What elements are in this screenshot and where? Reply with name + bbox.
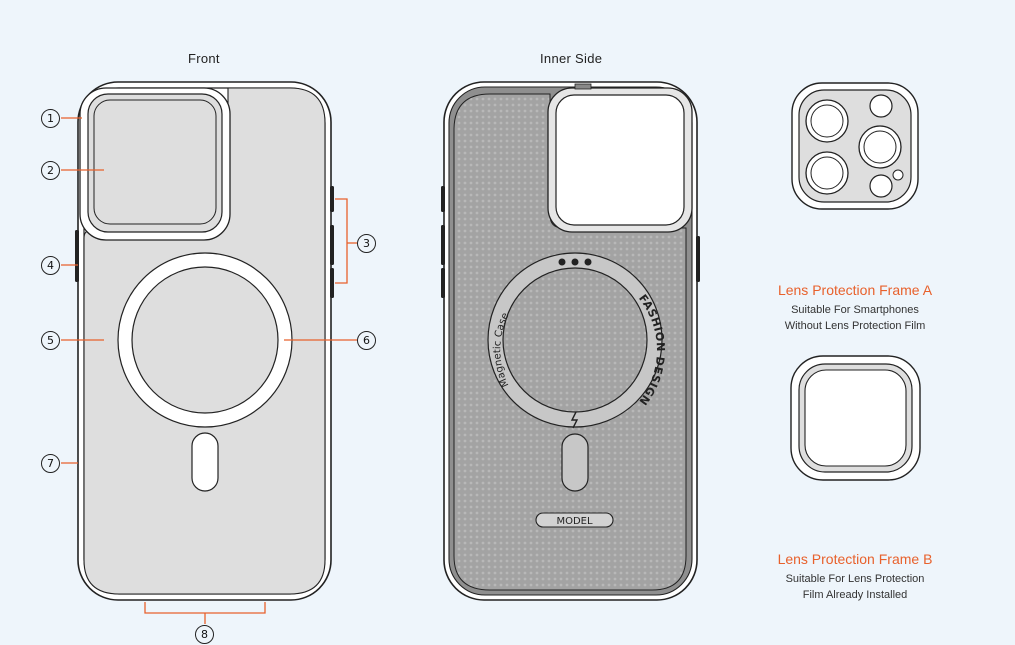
callout-2: 2 [41, 161, 60, 180]
frame-b-desc-line-2: Film Already Installed [802, 589, 908, 601]
frame-a-desc-line-1: Suitable For Smartphones [791, 304, 919, 316]
front-heading: Front [188, 51, 220, 66]
frame-b-description: Suitable For Lens Protection Film Alread… [745, 571, 965, 603]
frame-a-title: Lens Protection Frame A [777, 282, 933, 298]
model-label: MODEL [556, 516, 593, 527]
callout-1: 1 [41, 109, 60, 128]
frame-b-desc-line-1: Suitable For Lens Protection [785, 573, 925, 585]
callout-3: 3 [357, 234, 376, 253]
frame-a-desc-line-2: Without Lens Protection Film [784, 320, 926, 332]
front-case [75, 81, 334, 601]
callout-7: 7 [41, 454, 60, 473]
inner-side-heading: Inner Side [540, 51, 603, 66]
callout-4: 4 [41, 256, 60, 275]
inner-case [441, 81, 700, 601]
frame-b-title: Lens Protection Frame B [777, 551, 933, 567]
frame-a-description: Suitable For Smartphones Without Lens Pr… [745, 302, 965, 334]
lens-frame-b [790, 355, 921, 481]
callout-6: 6 [357, 331, 376, 350]
callout-5: 5 [41, 331, 60, 350]
callout-lines [61, 117, 357, 624]
lens-frame-a [791, 82, 919, 210]
callout-8: 8 [195, 625, 214, 644]
